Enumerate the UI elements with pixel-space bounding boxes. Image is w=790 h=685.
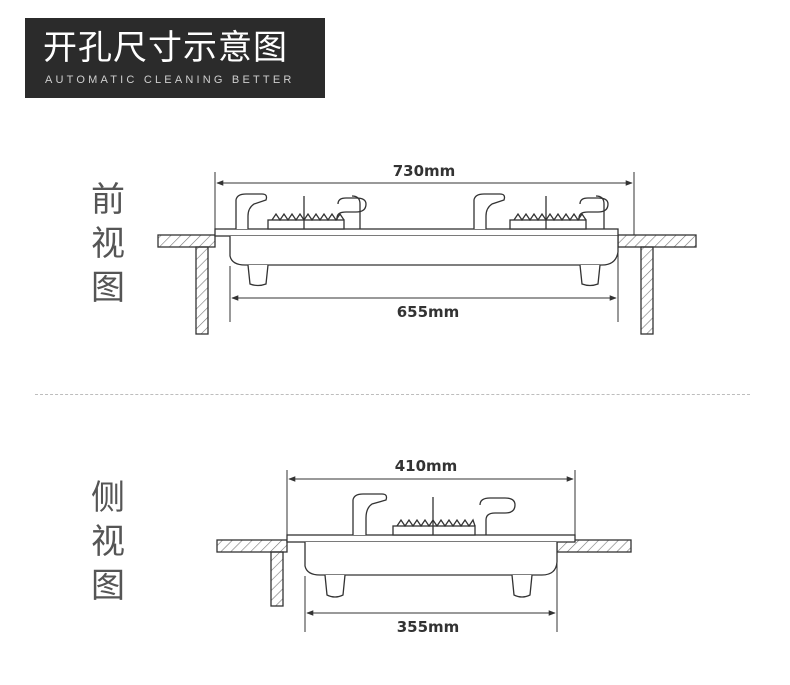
cabinet-wall-left: [270, 551, 284, 607]
dimension-label-730: 730mm: [393, 162, 456, 180]
page-title: 开孔尺寸示意图: [43, 28, 288, 68]
title-banner: 开孔尺寸示意图 AUTOMATIC CLEANING BETTER: [25, 18, 325, 98]
dimension-label-355: 355mm: [397, 618, 460, 636]
glass-panel: [214, 228, 619, 237]
countertop-left: [216, 539, 288, 553]
stove-foot-right: [511, 574, 533, 598]
dimension-label-410: 410mm: [395, 457, 458, 475]
front-view-label-char: 前: [91, 180, 125, 220]
section-divider: [35, 394, 750, 395]
side-view-drawing: [216, 470, 632, 632]
page-subtitle: AUTOMATIC CLEANING BETTER: [45, 74, 295, 86]
front-view-label-char: 视: [91, 224, 125, 264]
countertop-left: [157, 234, 216, 248]
burner: [352, 493, 516, 536]
countertop-right: [617, 234, 697, 248]
side-view-label-char: 视: [91, 522, 125, 562]
dimension-label-655: 655mm: [397, 303, 460, 321]
stove-foot-right: [579, 264, 601, 287]
cabinet-wall-right: [640, 246, 654, 335]
side-view-label: 侧 视 图: [86, 476, 130, 608]
side-view-label-char: 图: [91, 566, 125, 606]
burner-left: [235, 193, 367, 230]
side-view-label-char: 侧: [91, 478, 125, 518]
glass-panel: [286, 534, 576, 543]
cabinet-wall-left: [195, 246, 209, 335]
front-view-label: 前 视 图: [86, 178, 130, 310]
burner-right: [473, 193, 609, 230]
stove-body: [304, 542, 558, 576]
stove-foot-left: [324, 574, 346, 598]
stove-body: [229, 236, 619, 266]
front-view-label-char: 图: [91, 268, 125, 308]
stove-foot-left: [247, 264, 269, 287]
front-view-drawing: [157, 172, 697, 335]
